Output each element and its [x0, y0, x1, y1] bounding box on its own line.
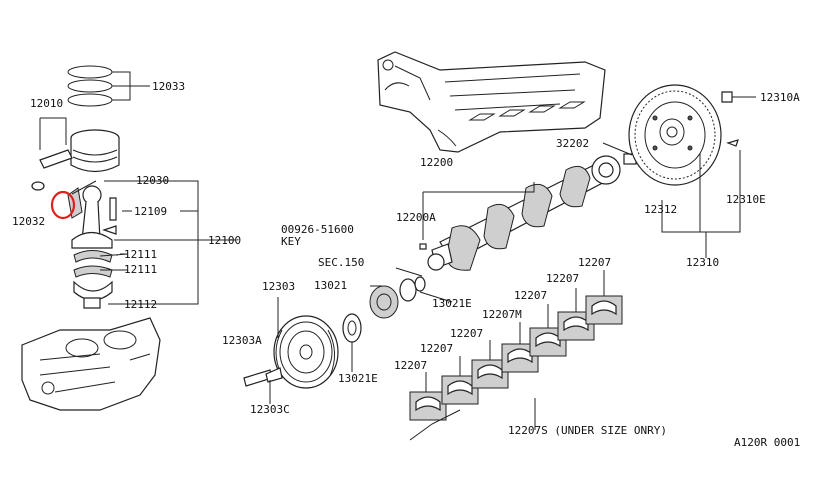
label-12312[interactable]: 12312 [644, 203, 677, 216]
label-12200[interactable]: 12200 [420, 156, 453, 169]
label-00926-51600[interactable]: 00926-51600 [281, 223, 354, 236]
label-12112[interactable]: 12112 [124, 298, 157, 311]
label-12207S[interactable]: 12207S (UNDER SIZE ONRY) [508, 424, 667, 437]
label-12200A[interactable]: 12200A [396, 211, 436, 224]
label-12207-5[interactable]: 12207 [546, 272, 579, 285]
part-labels: 12033 12010 12030 12032 12109 12100 1211… [12, 80, 800, 449]
label-12207-4[interactable]: 12207 [514, 289, 547, 302]
piston-rings [67, 65, 150, 107]
label-12310[interactable]: 12310 [686, 256, 719, 269]
piston [39, 117, 120, 173]
label-12030[interactable]: 12030 [136, 174, 169, 187]
label-12109[interactable]: 12109 [134, 205, 167, 218]
label-12207-2[interactable]: 12207 [420, 342, 453, 355]
highlight-circle[interactable] [50, 190, 76, 220]
main-bearings [409, 270, 623, 441]
crank-pulley [243, 297, 339, 404]
label-12033[interactable]: 12033 [152, 80, 185, 93]
label-12207-3[interactable]: 12207 [450, 327, 483, 340]
label-13021[interactable]: 13021 [314, 279, 347, 292]
crankshaft [419, 155, 621, 271]
label-12303A[interactable]: 12303A [222, 334, 262, 347]
label-12032[interactable]: 12032 [12, 215, 45, 228]
label-12207-1[interactable]: 12207 [394, 359, 427, 372]
label-12010[interactable]: 12010 [30, 97, 63, 110]
label-12111-upper[interactable]: 12111 [124, 248, 157, 261]
label-sec150[interactable]: SEC.150 [318, 256, 364, 269]
label-13021E-right[interactable]: 13021E [432, 297, 472, 310]
label-12303C[interactable]: 12303C [250, 403, 290, 416]
flywheel [628, 84, 756, 258]
conrod-bearings [73, 250, 118, 309]
label-12207M[interactable]: 12207M [482, 308, 522, 321]
cylinder-block-illustration [21, 317, 161, 411]
engine-block-illustration [377, 51, 606, 153]
label-12100[interactable]: 12100 [208, 234, 241, 247]
label-12303[interactable]: 12303 [262, 280, 295, 293]
label-12310E[interactable]: 12310E [726, 193, 766, 206]
label-12310A[interactable]: 12310A [760, 91, 800, 104]
group-12100-bracket [71, 180, 236, 305]
label-32202[interactable]: 32202 [556, 137, 589, 150]
label-13021E-lower[interactable]: 13021E [338, 372, 378, 385]
sprocket-and-washers [342, 267, 453, 372]
connecting-rod [31, 181, 117, 249]
label-12111-lower[interactable]: 12111 [124, 263, 157, 276]
label-12207-6[interactable]: 12207 [578, 256, 611, 269]
label-key[interactable]: KEY [281, 235, 301, 248]
diagram-code: A120R 0001 [734, 436, 800, 449]
